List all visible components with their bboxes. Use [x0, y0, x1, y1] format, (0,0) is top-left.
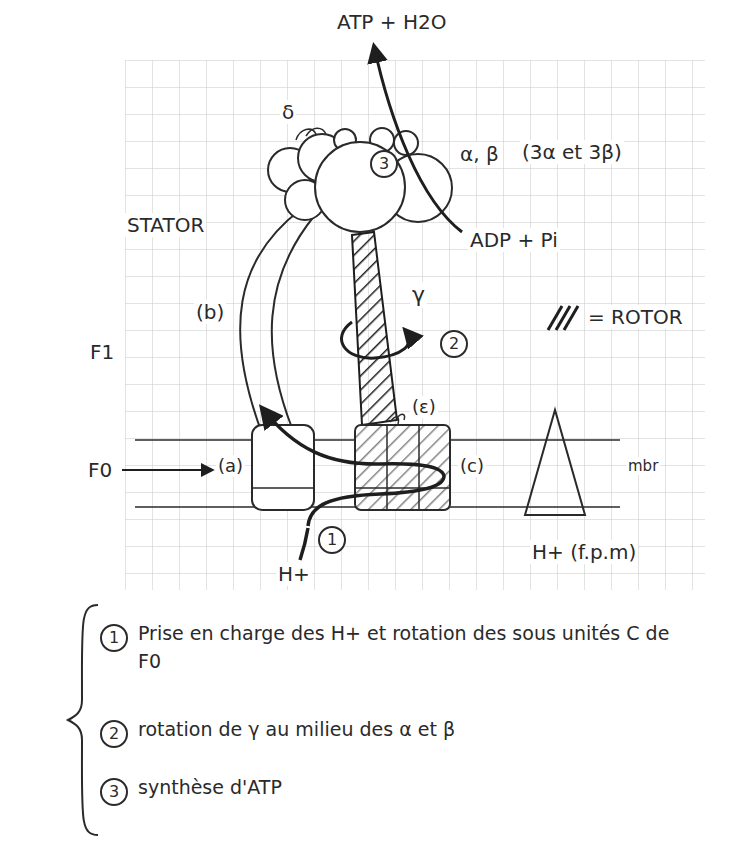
callout-number: 3 [370, 150, 398, 178]
subunit-c-divider [386, 425, 388, 510]
product-label: ATP + H2O [335, 10, 448, 34]
part-label: F0 [86, 458, 114, 482]
subunit-label: (3α et 3β) [520, 140, 624, 164]
subunit-label: δ [280, 100, 296, 124]
alpha-beta-head [268, 128, 452, 232]
stator-arm [240, 210, 300, 428]
gradient-triangle [525, 410, 585, 515]
note-text: rotation de γ au milieu des α et β [136, 716, 700, 744]
subunit-a [252, 425, 314, 510]
grid-paper [125, 60, 705, 590]
callout-number: 1 [318, 526, 346, 554]
callout-number: 1 [100, 624, 128, 652]
callout-number: 2 [100, 720, 128, 748]
legend-text: = ROTOR [586, 305, 685, 329]
membrane-label: mbr [626, 457, 660, 475]
pointer-arrow [122, 469, 212, 471]
subunit-label: γ [410, 282, 427, 308]
epsilon-mark [390, 414, 405, 424]
subunit-label: (c) [458, 455, 486, 477]
gradient-label: H+ (f.p.m) [530, 540, 638, 564]
substrate-label: ADP + Pi [468, 228, 560, 252]
subunit-label: α, β [458, 142, 501, 166]
legend-swatch [548, 306, 578, 330]
delta-subunit [296, 128, 326, 140]
callout-number: 2 [440, 330, 468, 358]
synthesis-arrow [374, 46, 462, 232]
callout-number: 3 [100, 778, 128, 806]
part-label: F1 [88, 340, 116, 364]
stator-arm [272, 215, 315, 428]
brace [68, 605, 98, 835]
ion-label: H+ [276, 562, 312, 586]
subunit-c-divider [355, 487, 450, 489]
subunit-label: (ε) [410, 396, 438, 418]
proton-path [262, 408, 444, 526]
subunit-a-divider [252, 487, 314, 489]
subunit-label: (a) [216, 455, 245, 477]
part-label: STATOR [125, 213, 206, 237]
rotation-arrow [342, 322, 410, 358]
proton-path [300, 528, 308, 560]
gamma-rotor [352, 232, 397, 425]
note-text: synthèse d'ATP [136, 774, 700, 802]
note-text: Prise en charge des H+ et rotation des s… [136, 620, 700, 675]
subunit-c-divider [418, 425, 420, 510]
subunit-label: (b) [194, 300, 226, 324]
